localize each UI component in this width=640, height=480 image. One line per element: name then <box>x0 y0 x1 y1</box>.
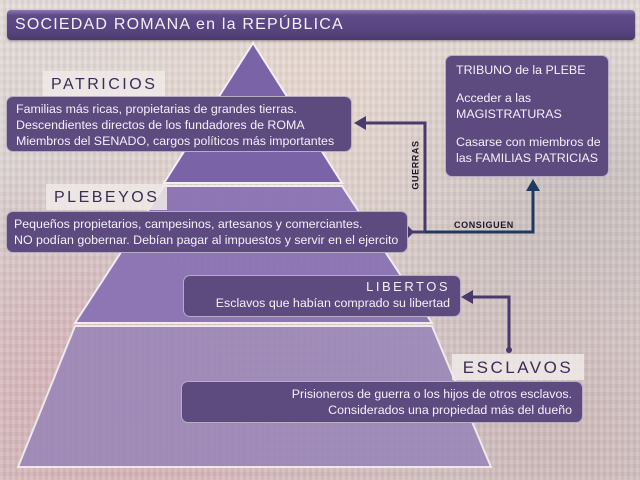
libertos-description-box: LIBERTOS Esclavos que habían comprado su… <box>183 275 461 317</box>
arrowhead-icon <box>461 290 473 304</box>
achievement-spacer <box>456 78 608 90</box>
arrowhead-icon <box>354 116 366 130</box>
esclavos-description-box: Prisioneros de guerra o los hijos de otr… <box>181 381 583 423</box>
arrowhead-icon <box>526 179 540 191</box>
libertos-line: Esclavos que habían comprado su libertad <box>215 296 450 310</box>
plebeian-achievements-box: TRIBUNO de la PLEBE Acceder a las MAGIST… <box>445 55 609 177</box>
achievement-line: TRIBUNO de la PLEBE <box>456 63 586 77</box>
plebeyos-line: Pequeños propietarios, campesinos, artes… <box>14 217 363 231</box>
tier-label-plebeyos: PLEBEYOS <box>46 184 168 210</box>
patricios-line: Miembros del SENADO, cargos políticos má… <box>16 134 335 148</box>
page-title: SOCIEDAD ROMANA en la REPÚBLICA <box>7 10 635 40</box>
tier-label-libertos: LIBERTOS <box>366 279 450 294</box>
consiguen-arrow <box>425 188 535 234</box>
esclavos-to-libertos-arrow <box>470 295 511 350</box>
patricios-line: Familias más ricas, propietarias de gran… <box>16 102 297 116</box>
patricios-description-box: Familias más ricas, propietarias de gran… <box>6 96 352 152</box>
plebeyos-line: NO podían gobernar. Debían pagar al impu… <box>14 233 399 247</box>
plebeyos-description-box: Pequeños propietarios, campesinos, artes… <box>6 211 408 253</box>
achievement-line: Casarse con miembros de <box>456 135 601 149</box>
patricios-line: Descendientes directos de los fundadores… <box>16 118 305 132</box>
tier-label-esclavos: ESCLAVOS <box>452 354 584 380</box>
esclavos-line: Prisioneros de guerra o los hijos de otr… <box>291 387 572 401</box>
guerras-label: GUERRAS <box>410 140 421 190</box>
consiguen-label: CONSIGUEN <box>454 220 514 230</box>
tier-label-patricios: PATRICIOS <box>43 71 166 97</box>
achievement-spacer <box>456 122 608 134</box>
arrowhead-icon <box>408 226 414 238</box>
achievement-line: Acceder a las <box>456 91 532 105</box>
achievement-line: MAGISTRATURAS <box>456 107 562 121</box>
achievement-line: las FAMILIAS PATRICIAS <box>456 151 599 165</box>
esclavos-line: Considerados una propiedad más del dueño <box>328 403 572 417</box>
guerras-arrow <box>362 121 427 234</box>
connector-dot <box>506 347 512 353</box>
